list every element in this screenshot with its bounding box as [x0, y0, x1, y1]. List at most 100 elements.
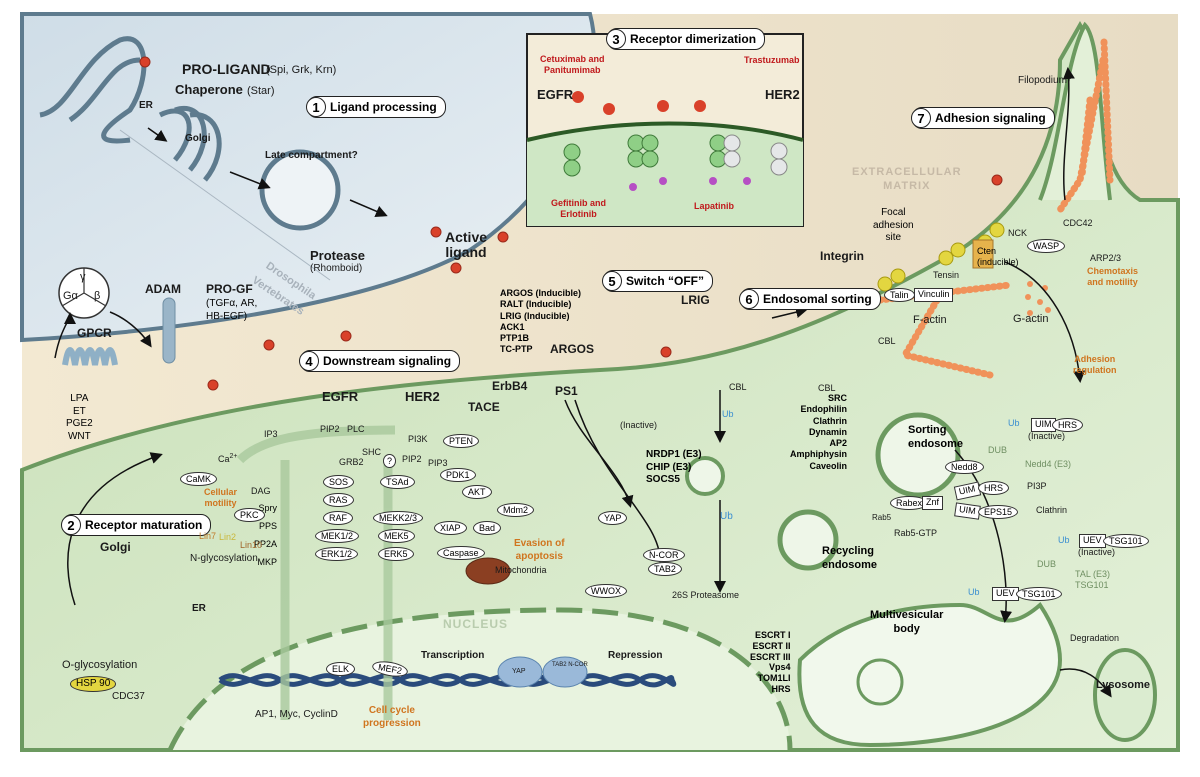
o-glycosylation-label: O-glycosylation: [62, 659, 138, 671]
filopodium: [1038, 21, 1112, 201]
wwox-node: WWOX: [585, 584, 627, 599]
elk-node: ELK: [326, 662, 356, 677]
pip2-label: PIP2: [320, 424, 340, 434]
drug-trastuzumab: Trastuzumab: [744, 55, 800, 65]
chaperone-example: (Star): [247, 85, 275, 97]
mek5-node: MEK5: [378, 529, 415, 544]
ncor-node: N-COR: [643, 548, 685, 563]
er-structure: [39, 36, 147, 144]
ub-hrs-inactive: Ub: [1008, 418, 1020, 428]
pro-gf-label: PRO-GF: [206, 282, 253, 296]
drug-lapatinib: Lapatinib: [694, 201, 734, 211]
tensin-label: Tensin: [933, 270, 960, 280]
nedd8-node: Nedd8: [945, 460, 984, 475]
adhesion-regulation-outcome: Adhesion regulation: [1073, 354, 1117, 376]
multivesicular-body: [797, 601, 1063, 748]
mapk-inhibitors: Spry PPS PP2A MKP: [254, 503, 278, 567]
protease-label: Protease: [310, 248, 365, 263]
cdc37-label: CDC37: [112, 691, 145, 702]
g-gamma-label: γ: [80, 271, 86, 283]
cell-cycle-progression-outcome: Cell cycle progression: [363, 705, 421, 729]
active-ligand-label: Active ligand: [445, 229, 488, 261]
ub-label-endosome: Ub: [720, 511, 733, 522]
inactive-receptor-label: (Inactive): [620, 420, 658, 430]
dub-label-tsg101: DUB: [1037, 559, 1057, 569]
degradation-label: Degradation: [1070, 633, 1120, 643]
late-compartment: [259, 149, 341, 231]
cten-label: Cten (inducible): [977, 246, 1019, 268]
xiap-node: XIAP: [434, 521, 467, 536]
chaperone-label: Chaperone: [175, 82, 243, 97]
tsg101-node: TSG101: [1016, 587, 1062, 602]
golgi-structure: [158, 105, 222, 182]
gpcr-ligands: LPA ET PGE2 WNT: [66, 393, 93, 442]
n-glycosylation-label: N-glycosylation: [190, 553, 258, 564]
recycling-endosome: [777, 509, 839, 571]
protease-example: (Rhomboid): [310, 263, 363, 274]
gpcr-receptor: [62, 347, 118, 366]
erk5-node: ERK5: [378, 547, 414, 562]
chemotaxis-outcome: Chemotaxis and motility: [1087, 266, 1139, 288]
her2-label-dimer: HER2: [765, 87, 800, 102]
her2-label-downstream: HER2: [405, 389, 440, 404]
mdm2-node: Mdm2: [497, 503, 535, 518]
ps1-label: PS1: [555, 384, 578, 398]
g-beta-label: β: [94, 290, 101, 302]
signaling-arrows: [236, 425, 396, 720]
focal-adhesion-site-label: Focal adhesion site: [873, 207, 914, 243]
nedd4-label: Nedd4 (E3): [1025, 459, 1072, 469]
drug-gefitinib: Gefitinib and Erlotinib: [551, 198, 606, 220]
nucleus-envelope: [167, 607, 793, 752]
golgi-label-maturation: Golgi: [100, 540, 131, 554]
g-alpha-label: Gα: [63, 290, 78, 302]
recycling-endosome-label: Recycling endosome: [822, 545, 878, 571]
shc-label: SHC: [362, 447, 382, 457]
egfr-label-downstream: EGFR: [322, 389, 359, 404]
drug-cetuximab: Cetuximab and Panitumimab: [540, 54, 605, 76]
lin10-label: Lin10: [240, 540, 263, 550]
pi3k-label: PI3K: [408, 434, 428, 444]
repression-label: Repression: [608, 650, 663, 661]
mitochondria-label: Mitochondria: [495, 565, 547, 575]
switch-off-inhibitors: ARGOS (Inducible) RALT (Inducible) LRIG …: [500, 288, 581, 355]
camk-node: CaMK: [180, 472, 218, 487]
calcium-label: Ca2+: [218, 453, 238, 464]
dub-label-hrs: DUB: [988, 445, 1008, 455]
g-actin-label: G-actin: [1013, 313, 1049, 325]
lin2-label: Lin2: [219, 532, 237, 542]
adam-label: ADAM: [145, 282, 181, 296]
proteasome-endosome: [685, 456, 725, 496]
tsg101-inactive-label: (Inactive): [1078, 547, 1116, 557]
eps15-node: EPS15: [978, 505, 1019, 520]
pip3-label: PIP3: [428, 458, 448, 468]
akt-node: AKT: [462, 485, 492, 500]
uev-node: UEV: [992, 587, 1019, 601]
f-actin-label: F-actin: [913, 314, 947, 326]
sorting-endosome: [875, 412, 961, 498]
g-actin-monomers: [1025, 281, 1051, 316]
hsp90-node: HSP 90: [70, 676, 117, 692]
ub-tsg101: Ub: [968, 587, 980, 597]
cbl-label-endosome-2: CBL: [878, 336, 896, 346]
pkc-node: PKC: [234, 508, 265, 523]
hrs-node: HRS: [978, 481, 1010, 496]
clathrin-label-eps15: Clathrin: [1036, 505, 1068, 515]
unknown-adaptor-node: ?: [383, 454, 397, 469]
ub-tsg101-inactive: Ub: [1058, 535, 1070, 545]
hrs-inactive-label: (Inactive): [1028, 431, 1066, 441]
nucleus-label: NUCLEUS: [443, 617, 509, 631]
integrin-label: Integrin: [820, 249, 864, 263]
argos-label: ARGOS: [550, 342, 595, 356]
raf-node: RAF: [323, 511, 353, 526]
proteasome-label: 26S Proteasome: [672, 590, 740, 600]
escrt-machinery-list: ESCRT I ESCRT II ESCRT III Vps4 TOM1LI H…: [750, 630, 791, 694]
wasp-node: WASP: [1027, 239, 1066, 254]
pro-ligand-examples: (Spi, Grk, Krn): [266, 64, 337, 76]
uev-node-inactive: UEV: [1079, 534, 1106, 548]
